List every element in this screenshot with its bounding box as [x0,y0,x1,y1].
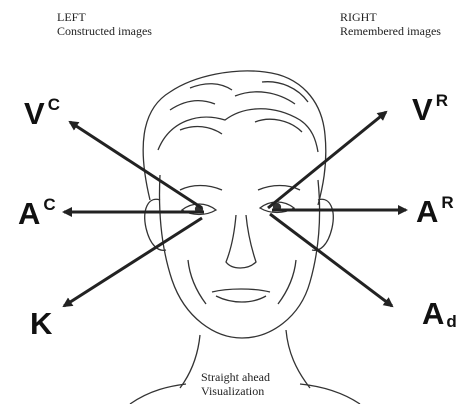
label-vc-main: V [24,96,45,131]
label-ar-main: A [416,194,438,229]
label-vr-main: V [412,92,433,127]
label-vc-mod: C [48,95,60,114]
arrow-auditory-digital [270,214,392,306]
label-vr-mod: R [436,91,448,110]
left-eyebrow [180,186,222,191]
label-kinesthetic: K [30,306,52,342]
label-ac-main: A [18,196,40,231]
right-ear [312,199,333,250]
eye-arrows [64,112,406,306]
mouth [212,289,270,302]
arrow-kinesthetic [64,218,202,306]
neck [180,330,310,388]
label-ad-main: A [422,296,444,331]
nose [226,215,256,268]
face-outline [160,175,320,338]
label-ar-mod: R [441,193,453,212]
label-ad-mod: d [446,312,456,331]
arrow-visual-remembered [268,112,386,208]
face-drawing [130,71,360,404]
label-ac-mod: C [43,195,55,214]
arrow-visual-constructed [70,122,202,208]
label-k-main: K [30,306,52,341]
